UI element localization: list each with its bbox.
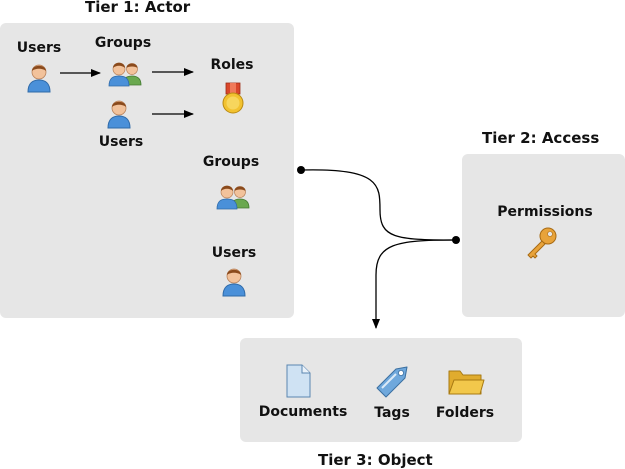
- key-icon: [527, 227, 557, 259]
- permissions-label: Permissions: [497, 204, 593, 220]
- user-icon: [222, 268, 246, 297]
- tier3-title: Tier 3: Object: [318, 451, 433, 469]
- users-top-label: Users: [16, 40, 62, 56]
- groups-lower-label: Groups: [202, 154, 260, 170]
- access-connector-dot: [452, 236, 460, 244]
- group-icon: [108, 62, 142, 87]
- groups-top-label: Groups: [94, 35, 152, 51]
- roles-label: Roles: [210, 57, 254, 73]
- tags-label: Tags: [374, 405, 410, 421]
- user-icon: [107, 100, 131, 129]
- actor-to-access-connector: [300, 169, 456, 241]
- folder-icon: [448, 370, 485, 395]
- user-icon: [27, 64, 51, 93]
- group-icon: [216, 185, 250, 210]
- document-icon: [286, 364, 311, 398]
- tier2-title: Tier 2: Access: [482, 129, 600, 147]
- folders-label: Folders: [435, 405, 495, 421]
- medal-icon: [222, 82, 244, 114]
- actor-connector-dot: [297, 166, 305, 174]
- tag-icon: [376, 366, 408, 398]
- tier1-title: Tier 1: Actor: [85, 0, 191, 16]
- users-mid-label: Users: [98, 134, 144, 150]
- tier1-actor-panel: [0, 23, 294, 318]
- access-to-object-connector: [372, 239, 456, 329]
- users-bottom-label: Users: [211, 245, 257, 261]
- documents-label: Documents: [258, 404, 348, 420]
